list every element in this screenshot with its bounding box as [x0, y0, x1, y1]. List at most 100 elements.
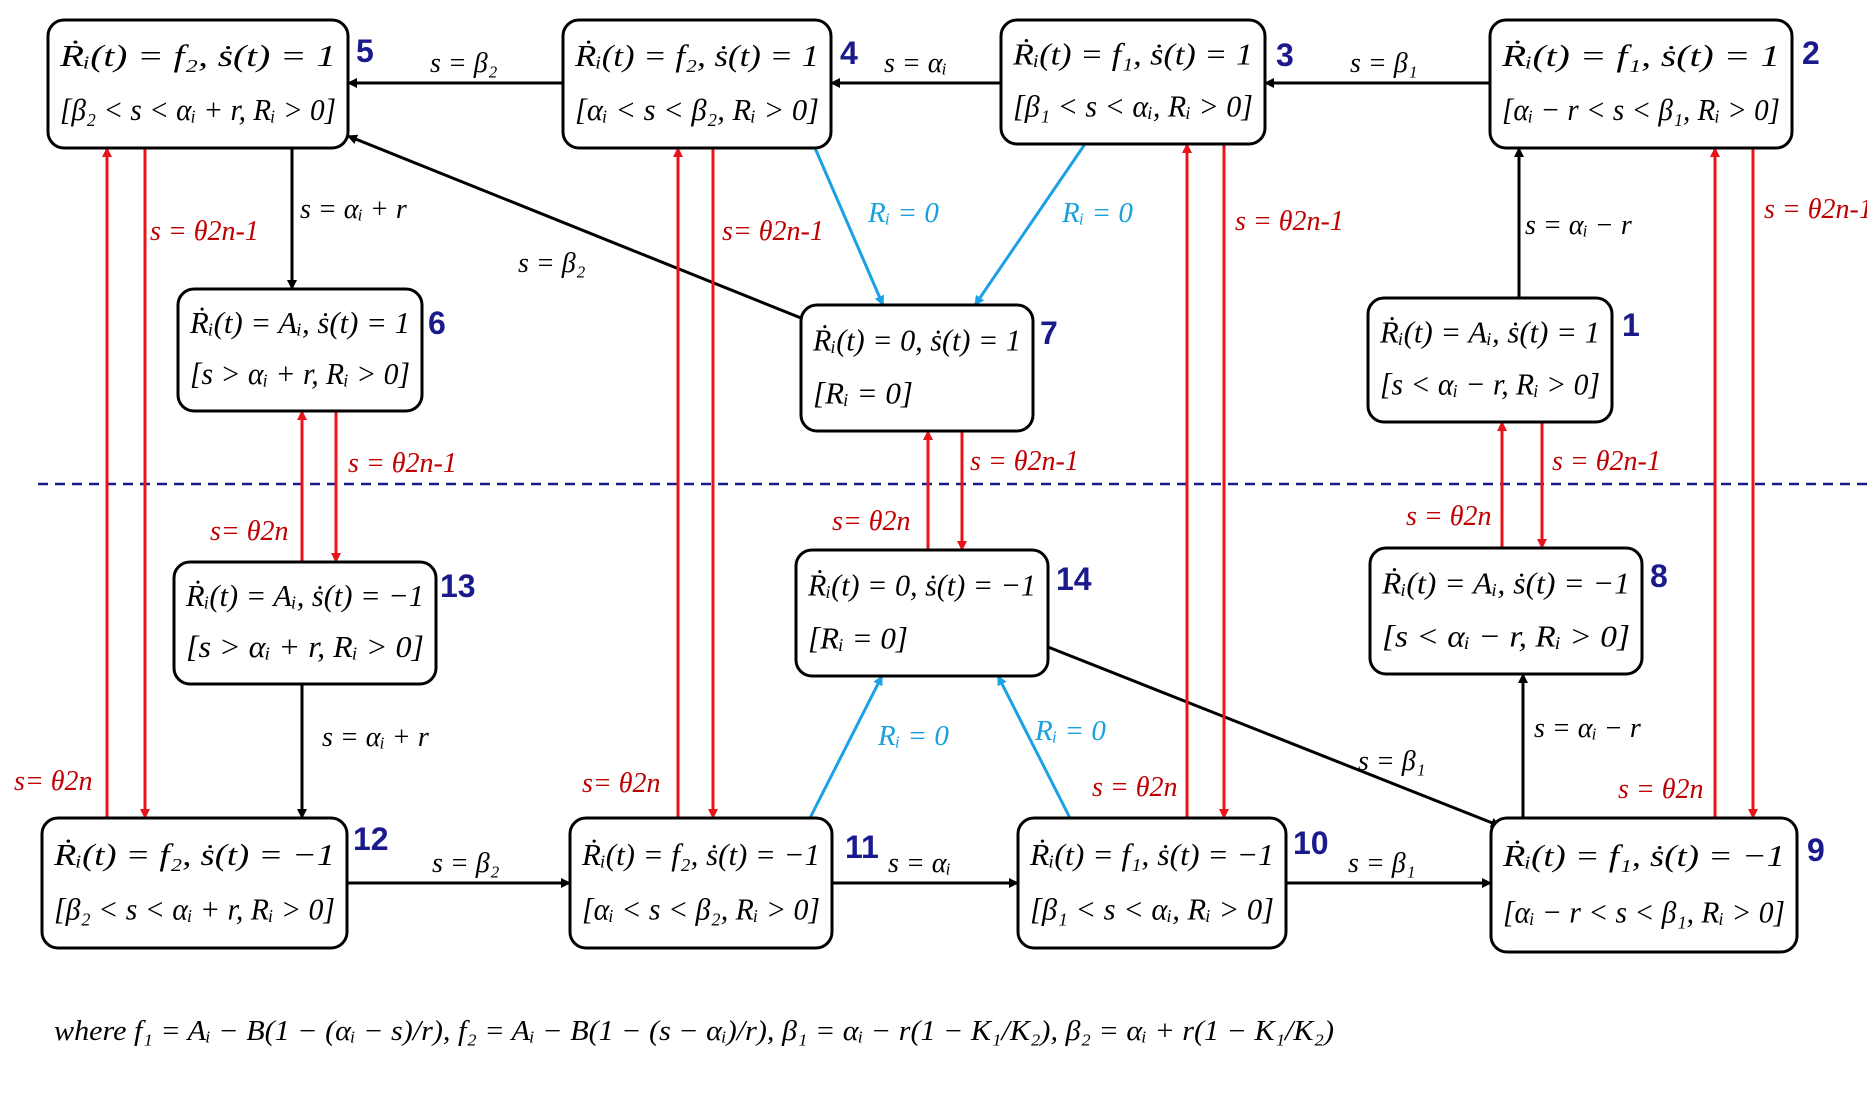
state-number-5: 5: [356, 33, 374, 69]
state-box-10: [1016, 816, 1288, 950]
edge-4-7: [813, 147, 885, 306]
edge-label-7-14: s = θ2n-1: [970, 446, 1079, 477]
edge-3-7: [973, 143, 1087, 306]
edge-10-14: [996, 675, 1072, 819]
footnote: where f₁ = Aᵢ − B(1 − (αᵢ − s)/r), f₂ = …: [54, 1016, 1334, 1047]
state-dynamics-6: Ṙᵢ(t) = Aᵢ, ṡ(t) = 1: [189, 305, 410, 340]
state-dynamics-14: Ṙᵢ(t) = 0, ṡ(t) = −1: [807, 567, 1036, 602]
state-box-2: [1488, 18, 1794, 150]
state-dynamics-12: Ṙᵢ(t) = f₂, ṡ(t) = −1: [53, 837, 335, 872]
edge-label-10-9: s = β₁: [1348, 848, 1415, 879]
edge-label-12-5: s= θ2n: [14, 766, 93, 797]
state-box-8: [1368, 546, 1644, 676]
edge-label-5-12: s = θ2n-1: [150, 216, 259, 247]
state-11: Ṙᵢ(t) = f₂, ṡ(t) = −1[αᵢ < s < β₂, Rᵢ > …: [568, 816, 879, 950]
edge-14-9: [1047, 645, 1501, 828]
state-2: Ṙᵢ(t) = f₁, ṡ(t) = 1[αᵢ − r < s < β₁, Rᵢ…: [1488, 18, 1820, 150]
state-5: Ṙᵢ(t) = f₂, ṡ(t) = 1 [β₂ < s < αᵢ + r, Rᵢ…: [46, 18, 374, 150]
state-dynamics-4: Ṙᵢ(t) = f₂, ṡ(t) = 1: [574, 38, 819, 73]
state-box-7: [799, 303, 1035, 433]
state-box-3: [999, 18, 1267, 146]
state-10: Ṙᵢ(t) = f₁, ṡ(t) = −1 [β₁ < s < αᵢ, Rᵢ > …: [1016, 816, 1329, 950]
state-7: Ṙᵢ(t) = 0, ṡ(t) = 1[Rᵢ = 0]7: [799, 303, 1058, 433]
state-condition-10: [β₁ < s < αᵢ, Rᵢ > 0]: [1030, 891, 1274, 926]
state-3: Ṙᵢ(t) = f₁, ṡ(t) = 1 [β₁ < s < αᵢ, Rᵢ > 0…: [999, 18, 1294, 146]
state-number-2: 2: [1802, 35, 1820, 71]
edge-label-13-6: s= θ2n: [210, 516, 289, 547]
state-box-5: [46, 18, 350, 150]
state-number-7: 7: [1040, 315, 1058, 351]
edge-label-11-10: s = αᵢ: [888, 848, 951, 879]
state-9: Ṙᵢ(t) = f₁, ṡ(t) = −1 [αᵢ − r < s < β₁, R…: [1489, 816, 1825, 954]
edge-label-5-6: s = αᵢ + r: [300, 194, 407, 225]
state-condition-5: [β₂ < s < αᵢ + r, Rᵢ > 0]: [60, 92, 336, 127]
edge-label-9-2: s = θ2n: [1618, 774, 1704, 805]
state-number-3: 3: [1276, 37, 1294, 73]
state-number-13: 13: [440, 568, 476, 604]
state-box-11: [568, 816, 834, 950]
edge-label-13-12: s = αᵢ + r: [322, 722, 429, 753]
edge-11-14: [808, 675, 884, 819]
edge-label-9-8: s = αᵢ − r: [1534, 713, 1641, 744]
state-6: Ṙᵢ(t) = Aᵢ, ṡ(t) = 1 [s > αᵢ + r, Rᵢ > 0]…: [176, 287, 446, 413]
state-number-4: 4: [840, 35, 858, 71]
edge-label-6-13: s = θ2n-1: [348, 448, 457, 479]
state-box-12: [40, 816, 349, 950]
edge-label-1-8: s = θ2n-1: [1552, 446, 1661, 477]
state-condition-13: [s > αᵢ + r, Rᵢ > 0]: [186, 629, 424, 664]
edge-label-4-5: s = β₂: [430, 48, 498, 79]
state-dynamics-3: Ṙᵢ(t) = f₁, ṡ(t) = 1: [1012, 37, 1253, 72]
state-box-4: [561, 18, 833, 150]
edge-label-2-3: s = β₁: [1350, 48, 1417, 79]
state-number-8: 8: [1650, 558, 1668, 594]
state-dynamics-10: Ṙᵢ(t) = f₁, ṡ(t) = −1: [1029, 837, 1274, 872]
state-box-13: [172, 560, 438, 686]
state-dynamics-13: Ṙᵢ(t) = Aᵢ, ṡ(t) = −1: [185, 578, 424, 613]
state-number-9: 9: [1807, 832, 1825, 868]
state-number-1: 1: [1622, 307, 1640, 343]
edge-7-5: [347, 134, 802, 320]
state-number-14: 14: [1056, 561, 1092, 597]
state-condition-8: [s < αᵢ − r, Rᵢ > 0]: [1382, 618, 1630, 653]
state-box-14: [794, 548, 1050, 678]
edge-label-4-7: Rᵢ = 0: [867, 197, 939, 229]
state-14: Ṙᵢ(t) = 0, ṡ(t) = −1 [Rᵢ = 0] 14: [794, 548, 1092, 678]
state-condition-14: [Rᵢ = 0]: [808, 620, 908, 655]
state-1: Ṙᵢ(t) = Aᵢ, ṡ(t) = 1[s < αᵢ − r, Rᵢ > 0]…: [1366, 296, 1640, 424]
edge-label-14-9: s = β₁: [1358, 746, 1425, 777]
edge-label-3-10: s = θ2n-1: [1235, 206, 1344, 237]
edge-label-3-7: Rᵢ = 0: [1061, 197, 1133, 229]
state-box-6: [176, 287, 424, 413]
edge-label-4-11: s= θ2n-1: [722, 216, 824, 247]
state-number-6: 6: [428, 305, 446, 341]
states-layer: Ṙᵢ(t) = Aᵢ, ṡ(t) = 1 [s < αᵢ − r, Rᵢ > 0]…: [40, 18, 1825, 954]
edge-label-12-11: s = β₂: [432, 848, 500, 879]
state-number-12: 12: [353, 821, 389, 857]
edge-label-10-3: s = θ2n: [1092, 772, 1178, 803]
state-13: Ṙᵢ(t) = Aᵢ, ṡ(t) = −1 [s > αᵢ + r, Rᵢ > 0…: [172, 560, 476, 686]
state-condition-4: [αᵢ < s < β₂, Rᵢ > 0]: [575, 92, 819, 127]
state-dynamics-5: Ṙᵢ(t) = f₂, ṡ(t) = 1: [59, 38, 336, 73]
edge-label-11-4: s= θ2n: [582, 768, 661, 799]
edge-label-3-4: s = αᵢ: [884, 48, 947, 79]
edges-layer: s = β₁ s = αᵢ s = β₂ s = αᵢ − r s = αᵢ + r s …: [14, 48, 1867, 888]
state-dynamics-9: Ṙᵢ(t) = f₁, ṡ(t) = −1: [1502, 838, 1785, 873]
state-dynamics-7: Ṙᵢ(t) = 0, ṡ(t) = 1: [812, 322, 1021, 357]
state-dynamics-11: Ṙᵢ(t) = f₂, ṡ(t) = −1: [581, 837, 820, 872]
state-number-11: 11: [845, 829, 879, 865]
state-4: Ṙᵢ(t) = f₂, ṡ(t) = 1 [αᵢ < s < β₂, Rᵢ > 0…: [561, 18, 858, 150]
state-condition-3: [β₁ < s < αᵢ, Rᵢ > 0]: [1013, 89, 1253, 124]
edge-label-8-1: s = θ2n: [1406, 501, 1492, 532]
state-condition-6: [s > αᵢ + r, Rᵢ > 0]: [190, 356, 410, 391]
state-condition-12: [β₂ < s < αᵢ + r, Rᵢ > 0]: [54, 891, 335, 926]
edge-label-14-7: s= θ2n: [832, 506, 911, 537]
state-condition-9: [αᵢ − r < s < β₁, Rᵢ > 0]: [1503, 895, 1785, 930]
state-dynamics-8: Ṙᵢ(t) = Aᵢ, ṡ(t) = −1: [1381, 565, 1630, 600]
state-box-9: [1489, 816, 1799, 954]
state-box-1: [1366, 296, 1614, 424]
edge-label-7-5: s = β₂: [518, 248, 586, 279]
state-condition-1: [s < αᵢ − r, Rᵢ > 0]: [1380, 367, 1600, 402]
state-8: Ṙᵢ(t) = Aᵢ, ṡ(t) = −1 [s < αᵢ − r, Rᵢ > 0…: [1368, 546, 1668, 676]
state-condition-2: [αᵢ − r < s < β₁, Rᵢ > 0]: [1502, 92, 1780, 127]
edge-label-1-2: s = αᵢ − r: [1525, 210, 1632, 241]
